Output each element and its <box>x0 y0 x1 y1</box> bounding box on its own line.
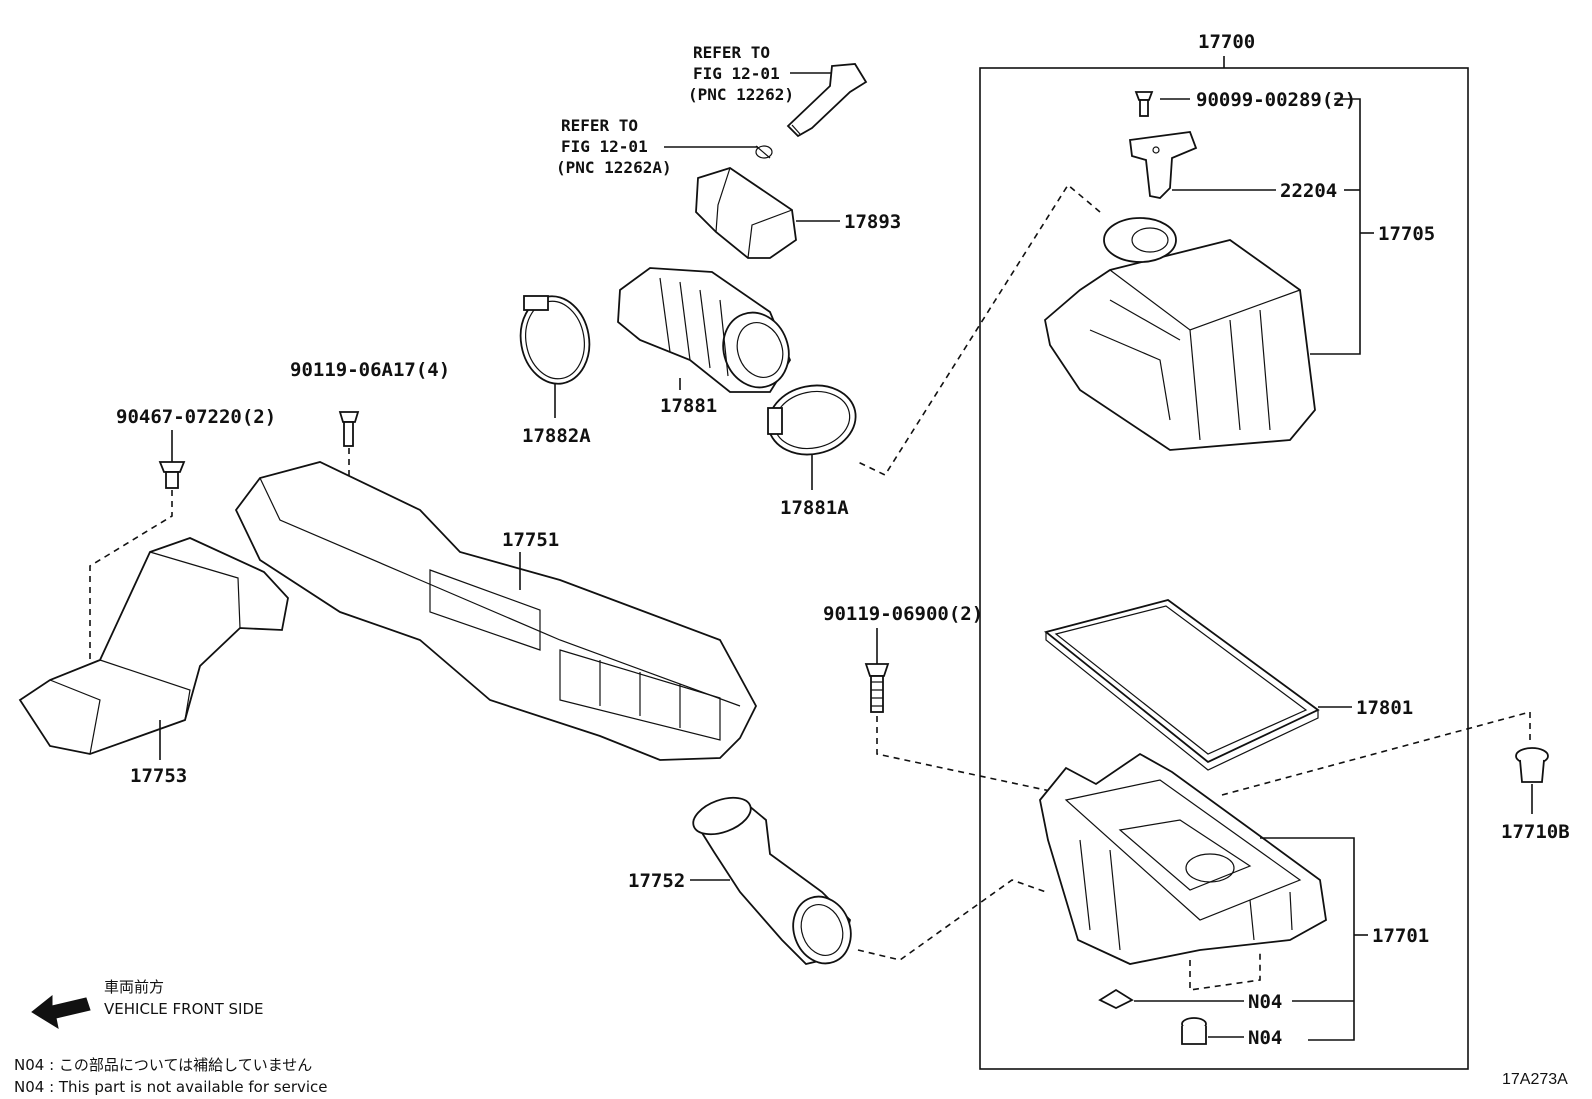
label-17701[interactable]: 17701 <box>1372 925 1429 947</box>
label-17881A[interactable]: 17881A <box>780 497 849 519</box>
clip-90467-icon <box>158 461 186 489</box>
label-17705[interactable]: 17705 <box>1378 223 1435 245</box>
label-17882A[interactable]: 17882A <box>522 425 591 447</box>
bolt-90119b-icon <box>864 663 890 713</box>
label-17893[interactable]: 17893 <box>844 211 901 233</box>
label-17710B[interactable]: 17710B <box>1501 821 1570 843</box>
hose-clamp-17882a-icon <box>519 295 591 385</box>
label-17752[interactable]: 17752 <box>628 870 685 892</box>
note-n04-en: N04 : This part is not available for ser… <box>14 1078 328 1096</box>
label-90119-06900[interactable]: 90119-06900(2) <box>823 603 983 625</box>
n04-plug-icon <box>1181 1017 1207 1045</box>
breather-hose-icon <box>786 63 868 138</box>
refer1-line2: FIG 12-01 <box>693 64 780 83</box>
vehicle-front-en: VEHICLE FRONT SIDE <box>104 1000 264 1018</box>
grommet-17710b-icon <box>1515 747 1549 783</box>
air-duct-17753-icon <box>18 537 289 755</box>
air-duct-17751-icon <box>234 461 758 761</box>
note-n04-jp: N04 : この部品については補給していません <box>14 1056 312 1074</box>
label-17700[interactable]: 17700 <box>1198 31 1255 53</box>
refer2-line2: FIG 12-01 <box>561 137 648 156</box>
hose-clamp-17881a-icon <box>767 384 857 456</box>
label-90119-06A17[interactable]: 90119-06A17(4) <box>290 359 450 381</box>
bolt-90119a-icon <box>338 411 360 447</box>
bolt-90099-icon <box>1134 91 1154 117</box>
refer1-line3: (PNC 12262) <box>688 85 794 104</box>
figure-code: 17A273A <box>1502 1071 1568 1088</box>
label-17753[interactable]: 17753 <box>130 765 187 787</box>
intake-hose-icon <box>617 267 792 393</box>
air-filter-element-icon <box>1044 599 1320 771</box>
refer2-line1: REFER TO <box>561 116 638 135</box>
n04-cap-icon <box>1098 988 1134 1010</box>
label-90467-07220[interactable]: 90467-07220(2) <box>116 406 276 428</box>
air-inlet-17752-icon <box>692 796 852 965</box>
label-17881[interactable]: 17881 <box>660 395 717 417</box>
label-22204[interactable]: 22204 <box>1280 180 1337 202</box>
vehicle-front-jp: 車両前方 <box>104 978 164 996</box>
refer1-line1: REFER TO <box>693 43 770 62</box>
label-n04-a[interactable]: N04 <box>1248 991 1282 1013</box>
small-clip-icon <box>755 145 773 159</box>
label-n04-b[interactable]: N04 <box>1248 1027 1282 1049</box>
air-cleaner-cap-icon <box>1044 217 1316 451</box>
refer2-line3: (PNC 12262A) <box>556 158 672 177</box>
label-90099-00289[interactable]: 90099-00289(2) <box>1196 89 1356 111</box>
left-arrow-icon <box>31 994 91 1030</box>
airflow-sensor-icon <box>1128 131 1198 199</box>
label-17751[interactable]: 17751 <box>502 529 559 551</box>
resonator-icon <box>695 167 797 259</box>
label-17801[interactable]: 17801 <box>1356 697 1413 719</box>
air-cleaner-case-icon <box>1039 752 1327 965</box>
